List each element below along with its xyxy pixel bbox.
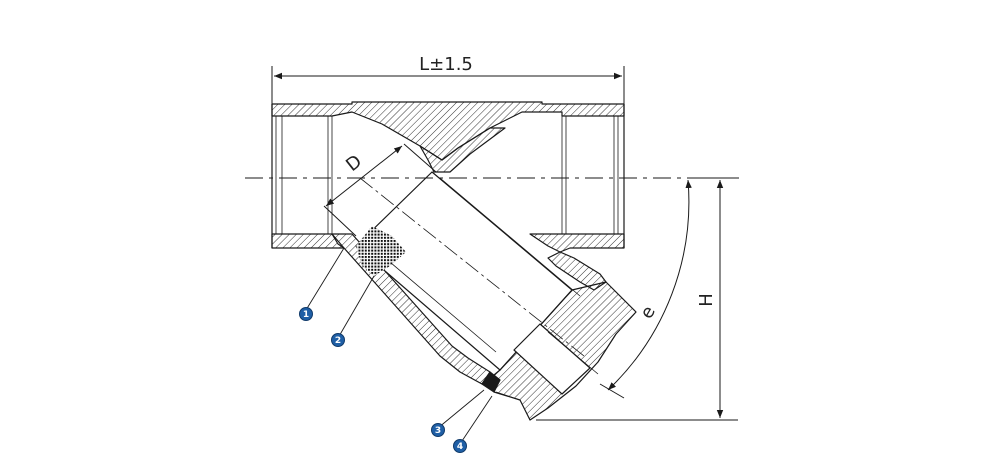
callout-2-badge [331, 333, 345, 347]
callout-3: 3 [431, 423, 445, 437]
dimension-length [271, 66, 625, 104]
screen-mesh [356, 226, 406, 276]
callout-leaders [305, 247, 493, 445]
callout-1-number: 1 [303, 310, 309, 320]
callout-4-number: 4 [457, 442, 463, 452]
callout-4-badge [453, 439, 467, 453]
body-bottom-right-wall [529, 233, 625, 253]
callout-1: 1 [299, 307, 313, 321]
callout-3-number: 3 [435, 426, 441, 436]
callout-1-badge [299, 307, 313, 321]
length-dimension-label: L±1.5 [419, 54, 473, 75]
dimension-diameter [323, 143, 437, 237]
diameter-dimension-label: D [342, 151, 366, 176]
callout-2: 2 [331, 333, 345, 347]
callout-4: 4 [453, 439, 467, 453]
offset-dimension-label: e [636, 302, 660, 322]
strainer-screen [355, 171, 585, 371]
callout-2-number: 2 [335, 336, 341, 346]
body-top-wall [271, 101, 625, 161]
callout-3-badge [431, 423, 445, 437]
dimension-height [536, 177, 738, 421]
dimension-offset [599, 179, 692, 399]
height-dimension-label: H [696, 293, 717, 307]
body-partition [419, 127, 506, 173]
gasket [481, 371, 501, 393]
